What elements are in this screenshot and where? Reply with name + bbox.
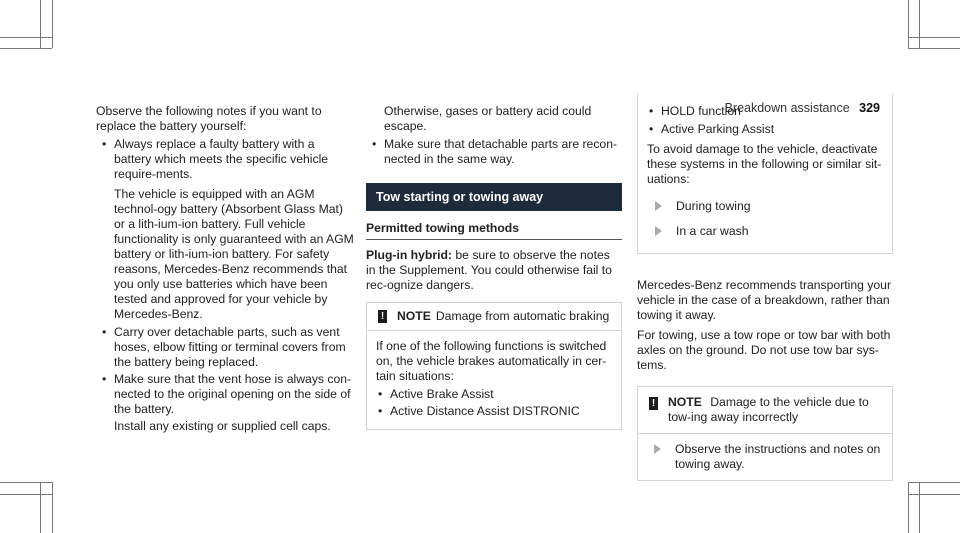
note-header: ! NOTE Damage to the vehicle due to tow-… <box>638 387 892 434</box>
note-label: NOTE <box>397 309 431 323</box>
column-2: Otherwise, gases or battery acid could e… <box>366 104 622 430</box>
note-text: If one of the following functions is swi… <box>376 339 607 383</box>
note-body: If one of the following functions is swi… <box>367 331 621 429</box>
action-item: In a car wash <box>647 224 884 239</box>
note-box: ! NOTE Damage to the vehicle due to tow-… <box>637 386 893 481</box>
crop-mark <box>919 482 920 533</box>
bullet-text: Make sure that the vent hose is always c… <box>114 372 352 416</box>
crop-mark <box>908 37 960 38</box>
bullet-item: Always replace a faulty battery with a b… <box>102 137 354 182</box>
crop-mark <box>40 0 41 48</box>
bullet-subtext: The vehicle is equipped with an AGM tech… <box>114 187 354 321</box>
note-list-item: Active Parking Assist <box>649 122 884 137</box>
note-box-continued: HOLD function Active Parking Assist To a… <box>637 94 893 254</box>
crop-mark <box>908 482 960 483</box>
crop-mark <box>908 0 909 48</box>
observe-item: Observe the instructions and notes on to… <box>638 434 892 480</box>
note-list-item: Active Distance Assist DISTRONIC <box>378 404 613 419</box>
bullet-item: Make sure that the vent hose is always c… <box>102 372 354 417</box>
bullet-subtext: Install any existing or supplied cell ca… <box>114 419 331 433</box>
plug-in-text: be sure to observe the notes in the Supp… <box>366 248 612 292</box>
recommend-text: Mercedes-Benz recommends transporting yo… <box>637 278 892 322</box>
play-arrow-icon <box>654 444 661 454</box>
warning-icon: ! <box>649 397 658 410</box>
bullet-item: Make sure that detachable parts are reco… <box>372 137 622 167</box>
crop-mark <box>908 482 909 533</box>
bullet-text: Make sure that detachable parts are reco… <box>384 137 618 166</box>
crop-mark <box>40 482 41 533</box>
section-heading: Tow starting or towing away <box>366 183 622 211</box>
note-item-text: HOLD function <box>661 104 741 118</box>
crop-mark <box>908 494 960 495</box>
crop-mark <box>908 48 960 49</box>
note-label: NOTE <box>668 395 702 409</box>
note-header: ! NOTE Damage from automatic braking <box>367 303 621 331</box>
bullet-item: Carry over detachable parts, such as ven… <box>102 325 354 370</box>
play-arrow-icon <box>655 201 662 211</box>
crop-mark <box>0 48 52 49</box>
crop-mark <box>919 0 920 48</box>
note-box: ! NOTE Damage from automatic braking If … <box>366 302 622 430</box>
action-item: During towing <box>647 199 884 214</box>
sub-heading: Permitted towing methods <box>366 221 622 240</box>
column-1: Observe the following notes if you want … <box>96 104 354 434</box>
action-text: During towing <box>676 199 751 213</box>
plug-in-label: Plug-in hybrid: <box>366 248 452 262</box>
note-list-item: Active Brake Assist <box>378 387 613 402</box>
note-item-text: Active Distance Assist DISTRONIC <box>390 404 580 418</box>
crop-mark <box>0 494 52 495</box>
bullet-text: Always replace a faulty battery with a b… <box>114 137 329 181</box>
action-text: In a car wash <box>676 224 749 238</box>
note-item-text: Active Brake Assist <box>390 387 494 401</box>
plug-in-note: Plug-in hybrid: be sure to observe the n… <box>366 248 622 293</box>
towing-text: For towing, use a tow rope or tow bar wi… <box>637 328 891 372</box>
continuation-text: Otherwise, gases or battery acid could e… <box>384 104 592 133</box>
play-arrow-icon <box>655 226 662 236</box>
crop-mark <box>0 37 52 38</box>
crop-mark <box>0 482 52 483</box>
crop-mark <box>52 0 53 48</box>
note-title: Damage to the vehicle due to tow-ing awa… <box>668 395 869 424</box>
bullet-text: Carry over detachable parts, such as ven… <box>114 325 346 369</box>
note-item-text: Active Parking Assist <box>661 122 775 136</box>
observe-text: Observe the instructions and notes on to… <box>675 442 881 471</box>
avoid-text: To avoid damage to the vehicle, deactiva… <box>647 142 882 186</box>
note-list-item: HOLD function <box>649 104 884 119</box>
column-3: HOLD function Active Parking Assist To a… <box>637 94 893 481</box>
note-title: Damage from automatic braking <box>435 309 610 323</box>
warning-icon: ! <box>378 310 387 323</box>
crop-mark <box>52 482 53 533</box>
intro-text: Observe the following notes if you want … <box>96 104 322 133</box>
